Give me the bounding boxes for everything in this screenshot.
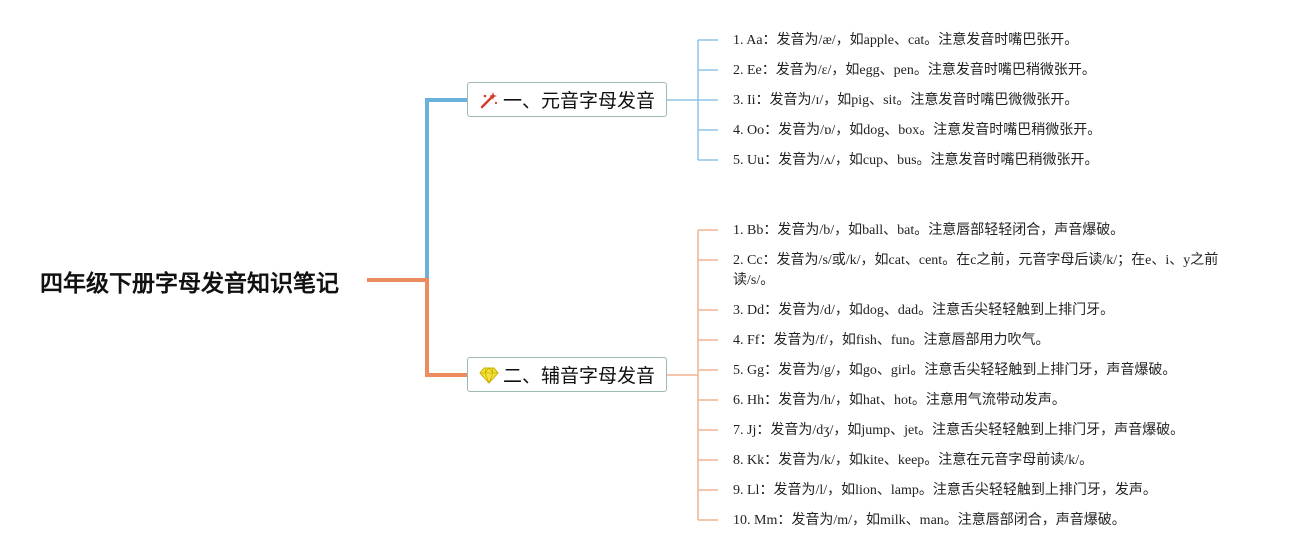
sparkle-wand-icon <box>479 90 499 110</box>
branch-consonants-label: 二、辅音字母发音 <box>502 366 655 387</box>
connector-vowel-leaves <box>667 39 718 161</box>
consonant-leaf-k[interactable]: 8. Kk：发音为/k/，如kite、keep。注意在元音字母前读/k/。 <box>733 453 1094 468</box>
connector-root-to-consonants <box>367 278 467 377</box>
consonant-leaf-f[interactable]: 4. Ff：发音为/f/，如fish、fun。注意唇部用力吹气。 <box>733 333 1050 348</box>
consonant-leaf-d[interactable]: 3. Dd：发音为/d/，如dog、dad。注意舌尖轻轻触到上排门牙。 <box>733 303 1115 318</box>
consonant-leaf-h[interactable]: 6. Hh：发音为/h/，如hat、hot。注意用气流带动发声。 <box>733 393 1066 408</box>
branch-consonants[interactable]: 二、辅音字母发音 <box>467 357 667 392</box>
connector-consonant-leaves <box>667 229 718 521</box>
vowel-leaf-e[interactable]: 2. Ee：发音为/ɛ/，如egg、pen。注意发音时嘴巴稍微张开。 <box>733 63 1096 78</box>
vowel-leaf-u[interactable]: 5. Uu：发音为/ʌ/，如cup、bus。注意发音时嘴巴稍微张开。 <box>733 153 1099 168</box>
branch-vowels[interactable]: 一、元音字母发音 <box>467 82 667 117</box>
branch-vowels-label: 一、元音字母发音 <box>502 91 655 112</box>
consonant-leaf-m[interactable]: 10. Mm：发音为/m/，如milk、man。注意唇部闭合，声音爆破。 <box>733 513 1126 528</box>
consonant-leaf-j[interactable]: 7. Jj：发音为/dʒ/，如jump、jet。注意舌尖轻轻触到上排门牙，声音爆… <box>733 423 1185 438</box>
vowel-leaf-a[interactable]: 1. Aa：发音为/æ/，如apple、cat。注意发音时嘴巴张开。 <box>733 33 1079 48</box>
vowel-leaf-i[interactable]: 3. Ii：发音为/ɪ/，如pig、sit。注意发音时嘴巴微微张开。 <box>733 93 1079 108</box>
vowel-leaf-o[interactable]: 4. Oo：发音为/ɒ/，如dog、box。注意发音时嘴巴稍微张开。 <box>733 123 1102 138</box>
connector-root-to-vowels <box>367 98 467 282</box>
consonant-leaf-l[interactable]: 9. Ll：发音为/l/，如lion、lamp。注意舌尖轻轻触到上排门牙，发声。 <box>733 483 1157 498</box>
diamond-icon <box>479 365 499 385</box>
consonant-leaf-b[interactable]: 1. Bb：发音为/b/，如ball、bat。注意唇部轻轻闭合，声音爆破。 <box>733 223 1125 238</box>
mindmap-root-title: 四年级下册字母发音知识笔记 <box>40 270 339 296</box>
consonant-leaf-g[interactable]: 5. Gg：发音为/g/，如go、girl。注意舌尖轻轻触到上排门牙，声音爆破。 <box>733 363 1177 378</box>
consonant-leaf-c[interactable]: 2. Cc：发音为/s/或/k/，如cat、cent。在c之前，元音字母后读/k… <box>733 253 1219 288</box>
